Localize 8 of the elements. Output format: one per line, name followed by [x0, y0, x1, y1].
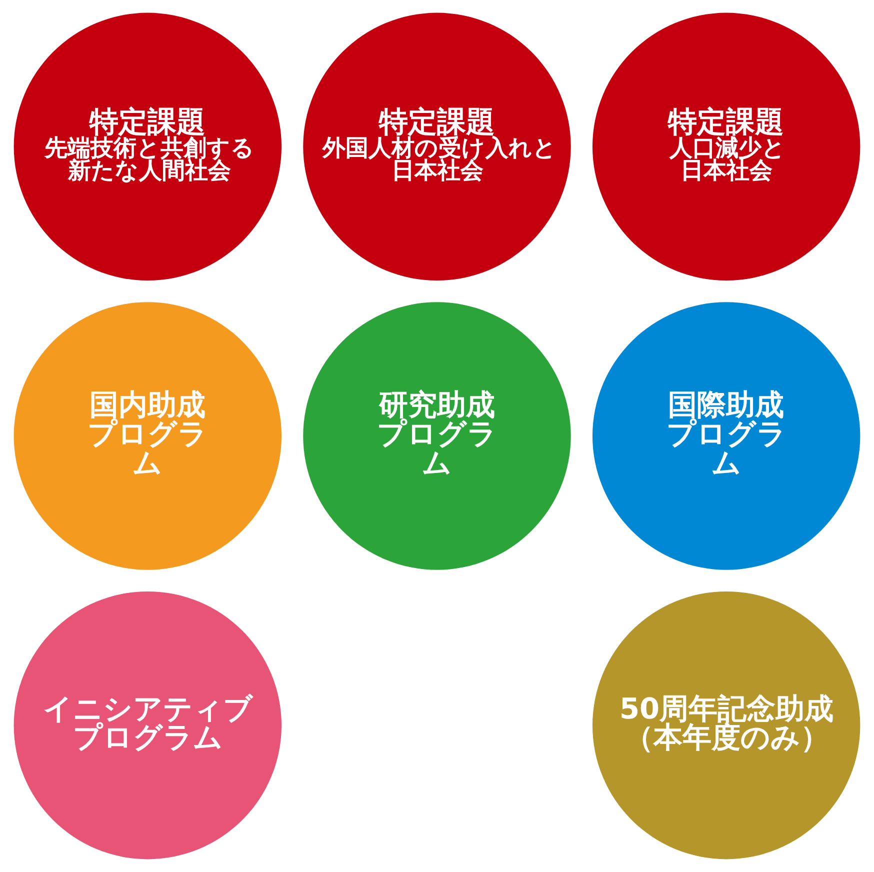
- node-circle: 50周年記念助成（本年度のみ）: [592, 591, 860, 860]
- node-circle: 国内助成プログラム: [14, 302, 282, 570]
- node-circle: 特定課題 外国人材の受け入れと日本社会: [303, 12, 571, 281]
- node-circle: 研究助成プログラム: [303, 302, 571, 570]
- node-circle: 特定課題 先端技術と共創する新たな人間社会: [14, 12, 282, 281]
- node-circle: 特定課題 人口減少と日本社会: [592, 12, 860, 281]
- node-circle: 国際助成プログラム: [592, 302, 860, 570]
- node-circle: イニシアティブプログラム: [14, 591, 282, 860]
